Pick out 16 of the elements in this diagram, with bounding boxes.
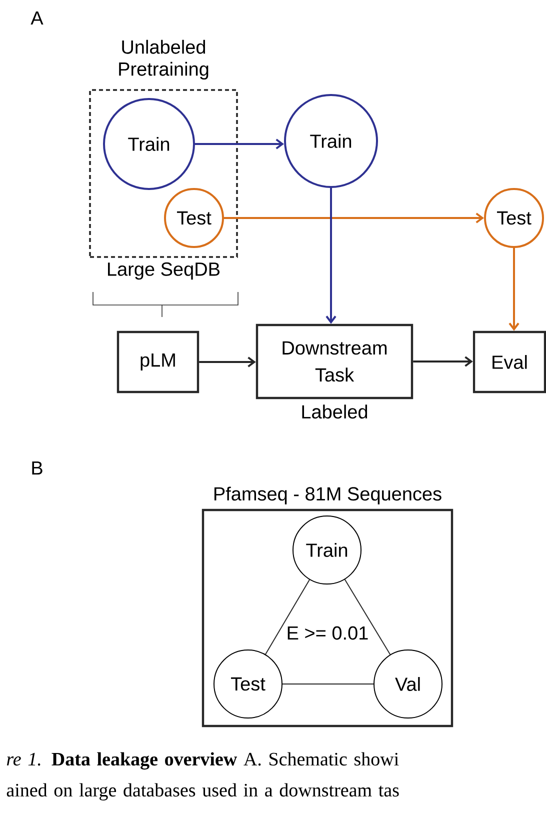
node-label: Unlabeled Pretraining: [119, 40, 208, 80]
node-label: Large SeqDB: [108, 262, 220, 280]
arrow: [199, 356, 256, 368]
arrow: [413, 356, 473, 367]
arrow: [326, 188, 336, 324]
process-box: Eval: [472, 330, 546, 394]
arrow: [508, 248, 520, 331]
process-box: Downstream Task Labeled: [256, 324, 414, 419]
arrow: [195, 138, 284, 150]
process-box: pLM: [116, 330, 200, 394]
panel-letter: A: [30, 11, 44, 25]
caption: re 1. Data leakage overview A. Schematic showi ained on large databases used in a downstream tas: [6, 752, 399, 800]
node-label: Pfamseq - 81M Sequences: [214, 486, 442, 504]
arrow: [224, 212, 484, 224]
panel-letter: B: [32, 461, 42, 475]
node-label: Labeled: [302, 404, 368, 419]
